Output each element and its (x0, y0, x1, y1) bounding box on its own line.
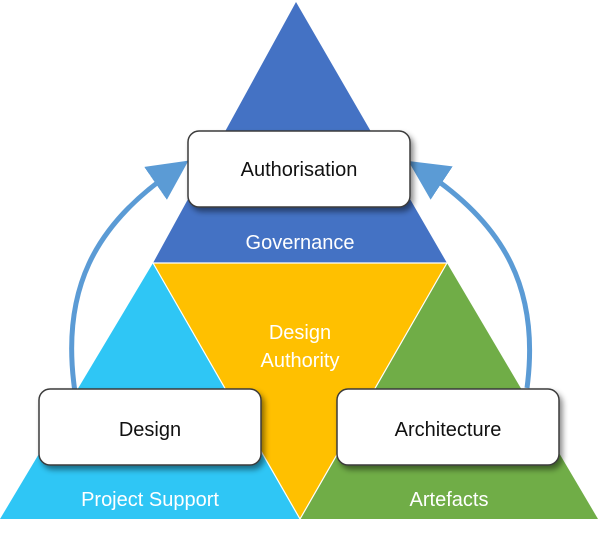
authorisation-box-label: Authorisation (241, 159, 358, 181)
authorisation-box: Authorisation (187, 130, 411, 208)
right-curved-arrow (408, 160, 533, 389)
design-authority-label-line1: Design (269, 322, 331, 344)
project-support-label: Project Support (81, 489, 219, 511)
architecture-box-label: Architecture (395, 419, 502, 441)
design-authority-label-line2: Authority (261, 350, 340, 372)
architecture-box: Architecture (336, 388, 560, 466)
artefacts-label: Artefacts (410, 489, 489, 511)
design-authority-region (153, 263, 447, 519)
design-box-label: Design (119, 419, 181, 441)
governance-label: Governance (246, 232, 355, 254)
left-curved-arrow (69, 160, 189, 393)
design-box: Design (38, 388, 262, 466)
